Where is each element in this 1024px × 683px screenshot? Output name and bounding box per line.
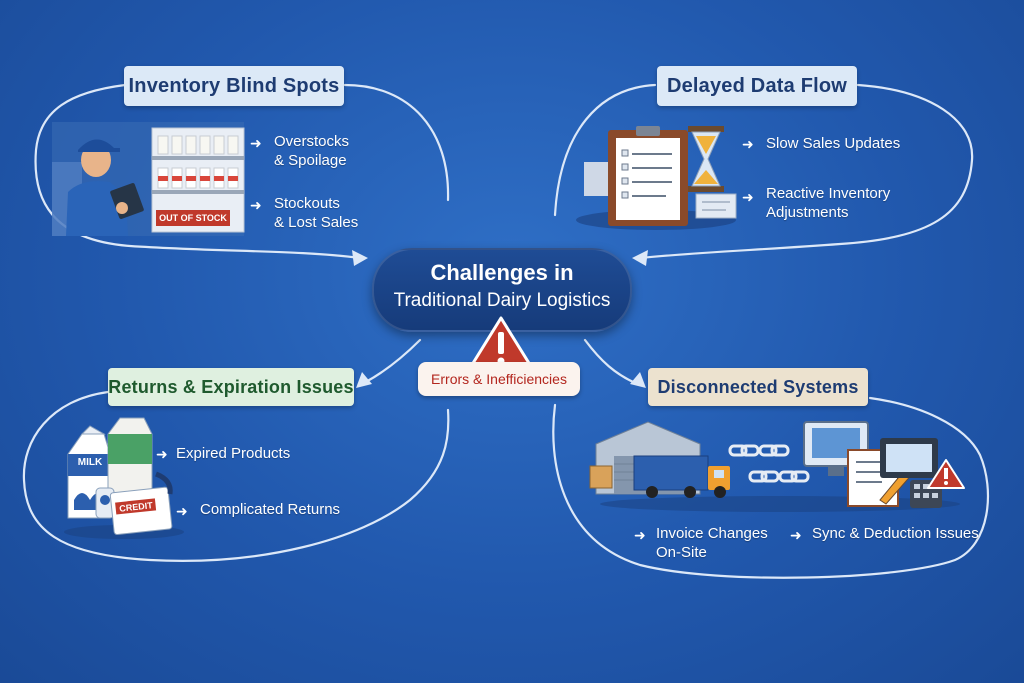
- arrow-icon: ➜: [742, 137, 754, 153]
- data-flow-item-1: Slow Sales Updates: [766, 135, 901, 152]
- returns-item-2: Complicated Returns: [200, 501, 341, 518]
- arrow-icon: ➜: [790, 528, 802, 544]
- arrow-icon: ➜: [176, 504, 188, 520]
- arrow-icon: ➜: [250, 136, 262, 152]
- arrow-icon: ➜: [742, 190, 754, 206]
- milk-cartons-illustration: [64, 417, 184, 539]
- data-flow-section-title: Delayed Data Flow: [657, 66, 857, 106]
- systems-item-2: Sync & Deduction Issues: [812, 525, 979, 542]
- systems-section-title: Disconnected Systems: [648, 368, 868, 406]
- out-of-stock-sign: OUT OF STOCK: [159, 213, 227, 223]
- center-title-line2: Traditional Dairy Logistics: [393, 290, 611, 311]
- data-flow-item-2: Reactive Inventory Adjustments: [766, 185, 891, 221]
- systems-illustration: [589, 421, 965, 512]
- systems-item-1: Invoice Changes On-Site: [656, 525, 768, 561]
- returns-item-1: Expired Products: [176, 445, 291, 462]
- clipboard-hourglass-illustration: [576, 126, 737, 230]
- arrow-icon: ➜: [156, 447, 168, 463]
- inventory-section-title: Inventory Blind Spots: [124, 66, 344, 106]
- errors-inefficiencies-label: Errors & Inefficiencies: [418, 362, 580, 396]
- arrow-icon: ➜: [250, 198, 262, 214]
- worker-shelf-illustration: [52, 122, 245, 236]
- inventory-item-1: Overstocks & Spoilage: [274, 133, 350, 169]
- center-title-line1: Challenges in: [430, 260, 574, 285]
- returns-section-title: Returns & Expiration Issues: [108, 368, 354, 406]
- inventory-item-2: Stockouts & Lost Sales: [274, 195, 359, 231]
- arrow-icon: ➜: [634, 528, 646, 544]
- milk-carton-label: MILK: [77, 457, 103, 468]
